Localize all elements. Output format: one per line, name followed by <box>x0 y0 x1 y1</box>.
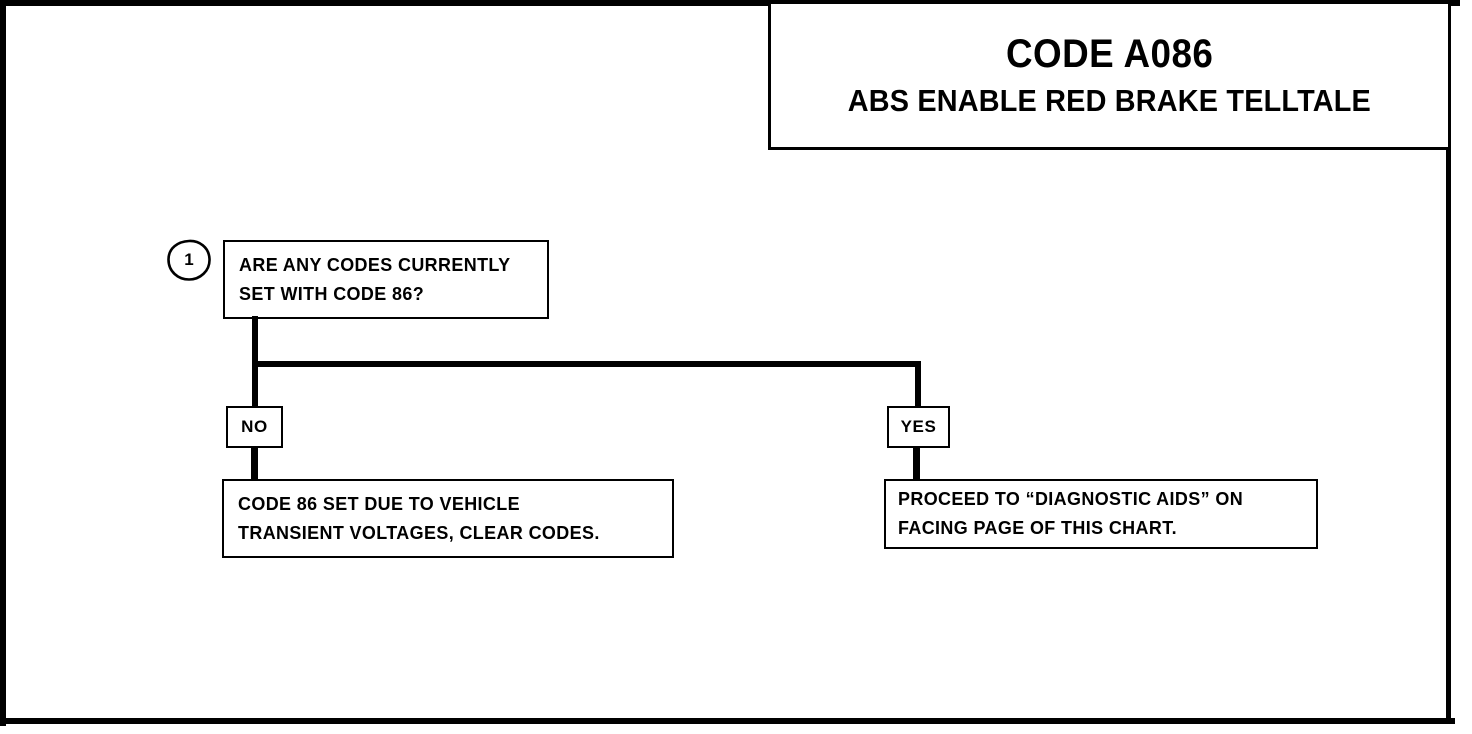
chart-code-title: CODE A086 <box>1005 31 1214 76</box>
connector-yes-branch-down <box>915 361 921 408</box>
node-question-line-1: ARE ANY CODES CURRENTLY <box>239 253 511 275</box>
title-block: CODE A086 ABS ENABLE RED BRAKE TELLTALE <box>768 4 1448 150</box>
node-yes-result: PROCEED TO “DIAGNOSTIC AIDS” ON FACING P… <box>884 479 1318 549</box>
step-number-label: 1 <box>184 250 194 269</box>
connector-yes-label-to-result <box>913 446 920 481</box>
node-question-line-2: SET WITH CODE 86? <box>239 282 425 304</box>
connector-horizontal-bus <box>252 361 921 367</box>
connector-no-branch-down <box>252 361 258 408</box>
page-border-left <box>0 0 6 726</box>
connector-no-label-to-result <box>251 446 258 481</box>
node-yes-result-line-2: FACING PAGE OF THIS CHART. <box>898 517 1177 538</box>
page-border-right <box>1446 0 1451 724</box>
node-yes-result-line-1: PROCEED TO “DIAGNOSTIC AIDS” ON <box>898 488 1244 510</box>
page-border-bottom <box>0 718 1455 724</box>
page-border-top <box>0 0 1460 6</box>
node-question: ARE ANY CODES CURRENTLY SET WITH CODE 86… <box>223 240 549 319</box>
step-number-bubble: 1 <box>166 239 212 281</box>
node-no-result-line-1: CODE 86 SET DUE TO VEHICLE <box>238 492 520 514</box>
node-no-result-line-2: TRANSIENT VOLTAGES, CLEAR CODES. <box>238 521 600 543</box>
node-no-result: CODE 86 SET DUE TO VEHICLE TRANSIENT VOL… <box>222 479 674 558</box>
connector-question-down <box>252 316 258 366</box>
branch-label-yes: YES <box>887 406 950 448</box>
branch-label-no: NO <box>226 406 283 448</box>
chart-description-title: ABS ENABLE RED BRAKE TELLTALE <box>847 82 1372 118</box>
